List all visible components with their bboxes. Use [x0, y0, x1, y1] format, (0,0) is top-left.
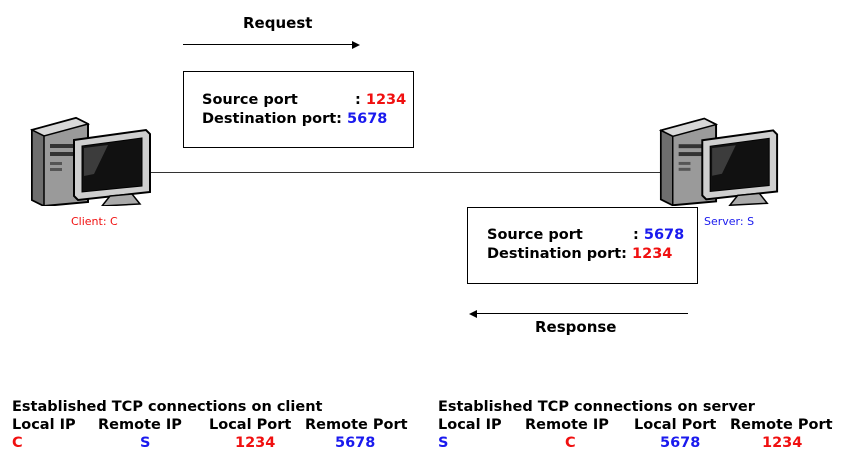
response-source-port-label: Source port — [487, 227, 583, 243]
server-row-local-port: 5678 — [660, 435, 701, 451]
server-connections-table: Established TCP connections on server Lo… — [438, 398, 844, 454]
connection-line — [150, 172, 670, 173]
response-dest-port-value: 1234 — [632, 246, 673, 262]
server-row-remote-ip: C — [565, 435, 576, 451]
response-arrowhead — [469, 310, 477, 318]
request-arrow — [183, 44, 353, 45]
computer-icon — [29, 116, 151, 206]
computer-icon — [658, 117, 779, 206]
client-connections-table: Established TCP connections on client Lo… — [12, 398, 422, 454]
request-dest-port-label: Destination port: — [202, 111, 342, 127]
client-row-remote-port: 5678 — [335, 435, 376, 451]
request-packet-box: Source port : 1234 Destination port: 567… — [183, 71, 414, 148]
client-table-title: Established TCP connections on client — [12, 399, 323, 415]
client-header-remote-port: Remote Port — [305, 417, 408, 433]
client-header-remote-ip: Remote IP — [98, 417, 182, 433]
client-row-remote-ip: S — [140, 435, 151, 451]
request-source-port-sep: : — [355, 92, 361, 108]
request-dest-port-value: 5678 — [347, 111, 388, 127]
client-header-local-port: Local Port — [209, 417, 292, 433]
server-header-local-ip: Local IP — [438, 417, 502, 433]
response-source-port-value: 5678 — [643, 227, 685, 243]
client-label: Client: C — [71, 215, 118, 228]
server-label: Server: S — [704, 215, 755, 228]
server-row-remote-port: 1234 — [762, 435, 803, 451]
client-header-local-ip: Local IP — [12, 417, 76, 433]
server-header-remote-ip: Remote IP — [525, 417, 609, 433]
client-row-local-port: 1234 — [235, 435, 276, 451]
response-label: Response — [535, 318, 617, 336]
request-source-port-value: 1234 — [365, 92, 407, 108]
request-arrowhead — [352, 41, 360, 49]
response-source-port-sep: : — [633, 227, 639, 243]
server-header-local-port: Local Port — [634, 417, 717, 433]
response-dest-port-label: Destination port: — [487, 246, 627, 262]
response-arrow — [476, 313, 688, 314]
request-label: Request — [243, 14, 313, 32]
server-table-title: Established TCP connections on server — [438, 399, 755, 415]
server-row-local-ip: S — [438, 435, 449, 451]
response-packet-box: Source port : 5678 Destination port: 123… — [467, 207, 698, 284]
client-row-local-ip: C — [12, 435, 23, 451]
server-header-remote-port: Remote Port — [730, 417, 833, 433]
request-source-port-label: Source port — [202, 92, 298, 108]
